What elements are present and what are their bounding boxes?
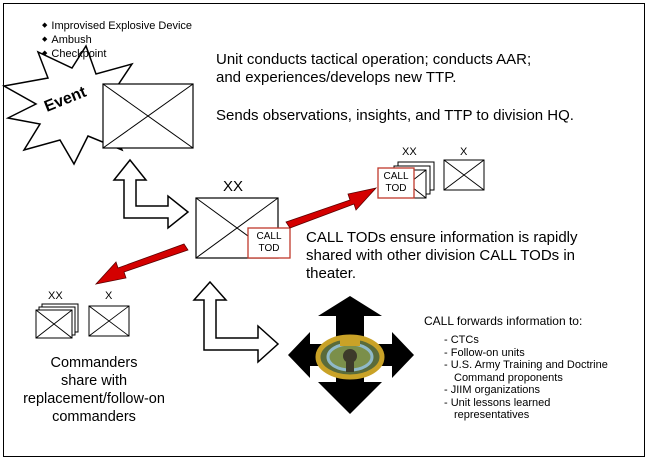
event-type-item: Ambush — [42, 34, 192, 48]
call-emblem-icon — [315, 334, 385, 380]
red-arrow-icon — [285, 187, 378, 229]
event-type-item: Improvised Explosive Device — [42, 20, 192, 34]
tod-description-line: shared with other division CALL TODs in — [306, 247, 576, 264]
other-division-tod-box — [377, 167, 415, 199]
tod-description-line: theater. — [306, 265, 357, 282]
division-tod-box — [247, 227, 291, 259]
commanders-share-line: replacement/follow-on — [23, 391, 165, 407]
red-arrow-icon — [94, 243, 189, 285]
call-forwards-list: CTCs Follow-on units U.S. Army Training … — [444, 334, 608, 422]
event-type-item: Checkpoint — [42, 48, 192, 62]
event-type-list: Improvised Explosive Device Ambush Check… — [42, 20, 192, 62]
tod-label-line: CALL — [256, 231, 282, 242]
call-forwards-item: JIIM organizations — [444, 384, 608, 397]
commanders-echelon-bde: X — [105, 290, 113, 302]
commanders-share-line: commanders — [52, 409, 136, 425]
call-forwards-heading: CALL forwards information to: — [424, 314, 583, 328]
call-forwards-item: Command proponents — [454, 371, 563, 384]
hollow-arrow-icon — [112, 158, 190, 230]
commanders-units — [35, 303, 130, 339]
unit-description-line: Unit conducts tactical operation; conduc… — [216, 51, 532, 68]
hollow-arrow-icon — [192, 280, 280, 364]
other-division-echelon-bde: X — [460, 146, 468, 158]
commanders-share-text: Commanders share with replacement/follow… — [14, 354, 174, 426]
diagram-frame — [3, 3, 645, 457]
commanders-share-line: share with — [60, 373, 128, 389]
unit-description-line: Sends observations, insights, and TTP to… — [216, 107, 574, 124]
unit-description-line: and experiences/develops new TTP. — [216, 69, 457, 86]
call-forwards-item: U.S. Army Training and Doctrine — [444, 359, 608, 372]
tod-label-line: CALL — [383, 171, 409, 182]
call-forwards-item: Follow-on units — [444, 347, 608, 360]
other-division-tod-label: CALL TOD — [378, 171, 414, 195]
call-forwards-item: Unit lessons learned — [444, 397, 608, 410]
tod-label-line: TOD — [258, 243, 280, 254]
tod-label-line: TOD — [385, 183, 407, 194]
commanders-share-line: Commanders — [50, 355, 138, 371]
other-division-echelon-div: XX — [402, 146, 417, 158]
tod-description-line: CALL TODs ensure information is rapidly — [306, 229, 578, 246]
division-echelon-label: XX — [223, 178, 244, 195]
unit-symbol-icon — [102, 83, 194, 149]
call-forwards-item: CTCs — [444, 334, 608, 347]
call-forwards-item: representatives — [454, 409, 530, 421]
commanders-echelon-div: XX — [48, 290, 63, 302]
division-tod-label: CALL TOD — [248, 231, 290, 255]
